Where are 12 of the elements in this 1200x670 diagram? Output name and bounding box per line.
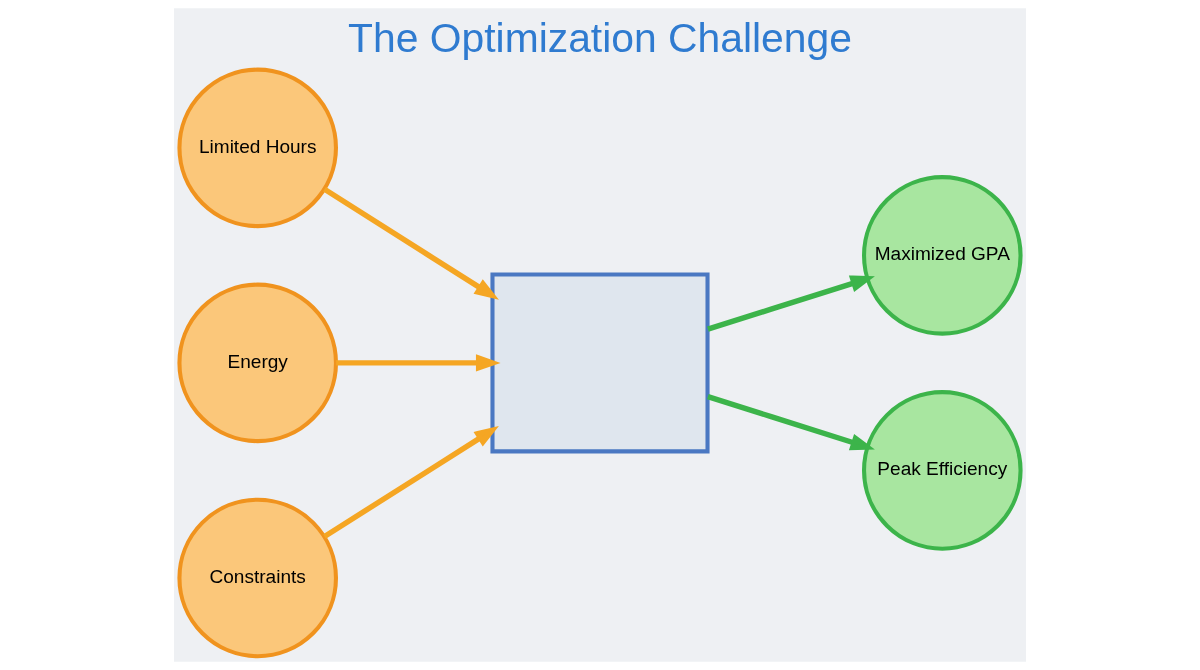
node-circle: Energy [177, 282, 338, 444]
node-circle: Limited Hours [177, 67, 338, 229]
node-circle: Maximized GPA [862, 175, 1023, 336]
arrow [707, 394, 875, 451]
arrow [336, 354, 501, 372]
arrow [707, 275, 875, 332]
arrow [323, 187, 499, 300]
arrow [323, 426, 499, 539]
node-circle: Constraints [177, 497, 338, 659]
node-box [490, 272, 710, 454]
node-circle: Peak Efficiency [862, 390, 1023, 551]
diagram-title: The Optimization Challenge [348, 14, 852, 61]
